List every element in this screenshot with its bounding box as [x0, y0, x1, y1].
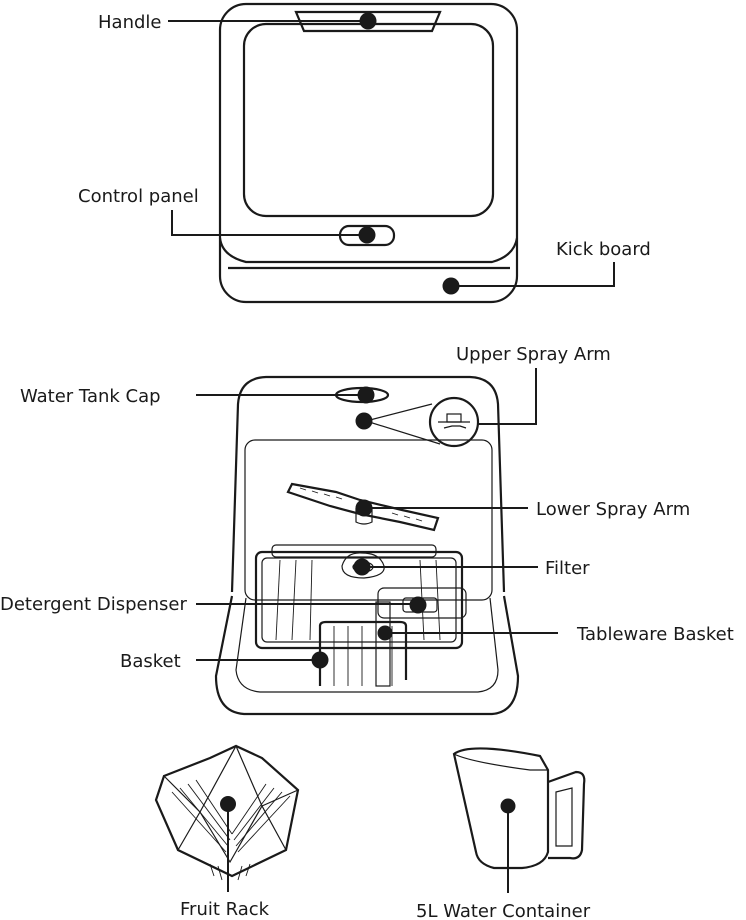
detergent-dispenser-label: Detergent Dispenser [0, 594, 187, 615]
water-container-illustration [452, 747, 586, 870]
lower-spray-arm-marker [355, 499, 373, 517]
tableware-basket-callout [377, 625, 558, 641]
kick-board-callout [442, 262, 615, 295]
kick-board-label: Kick board [556, 239, 651, 260]
upper-spray-arm-label: Upper Spray Arm [456, 344, 611, 365]
open-dishwasher-illustration [214, 375, 520, 716]
handle-label: Handle [98, 12, 161, 33]
basket-callout [196, 651, 329, 669]
fruit-rack-marker [220, 796, 236, 812]
upper-spray-arm-marker [355, 412, 373, 430]
handle-marker [359, 12, 377, 30]
kick-board-marker [442, 277, 460, 295]
water-container-marker [500, 798, 516, 814]
water-tank-cap-callout [196, 386, 375, 404]
basket-marker [311, 651, 329, 669]
basket-label: Basket [120, 651, 181, 672]
tableware-basket-marker [377, 625, 393, 641]
tableware-basket-label: Tableware Basket [576, 624, 734, 645]
water-container-callout [500, 798, 516, 893]
control-panel-marker [358, 226, 376, 244]
water-container-label: 5L Water Container [416, 901, 591, 920]
fruit-rack-illustration [154, 744, 300, 881]
handle-callout [168, 12, 377, 30]
fruit-rack-label: Fruit Rack [180, 899, 270, 920]
filter-callout [353, 558, 538, 576]
filter-label: Filter [545, 558, 590, 579]
control-panel-label: Control panel [78, 186, 199, 207]
detergent-dispenser-marker [409, 596, 427, 614]
closed-dishwasher-illustration [218, 2, 519, 304]
upper-spray-arm-callout [355, 368, 537, 430]
water-tank-cap-label: Water Tank Cap [20, 386, 161, 407]
lower-spray-arm-label: Lower Spray Arm [536, 499, 690, 520]
control-panel-callout [171, 210, 376, 244]
water-tank-cap-marker [357, 386, 375, 404]
fruit-rack-callout [220, 796, 236, 892]
filter-marker [353, 558, 371, 576]
lower-spray-arm-callout [355, 499, 528, 517]
detergent-dispenser-callout [196, 596, 427, 614]
